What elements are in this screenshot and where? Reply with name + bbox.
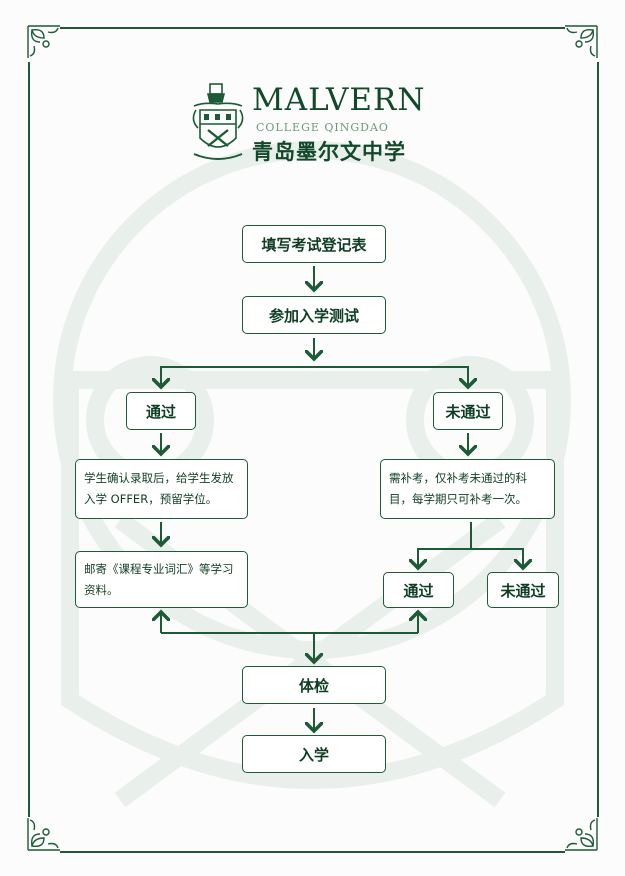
frame-left-line — [28, 62, 30, 817]
split-line — [160, 366, 469, 386]
fail-note: 需补考，仅补考未通过的科目，每学期只可补考一次。 — [380, 459, 555, 519]
corner-ornament-bottom-left — [27, 818, 60, 851]
retake-fail: 未通过 — [487, 572, 559, 608]
frame-top-line — [60, 27, 565, 29]
result-pass: 通过 — [126, 392, 196, 430]
mail-materials-note: 邮寄《课程专业词汇》等学习资料。 — [75, 551, 248, 608]
school-crest-icon — [192, 83, 244, 160]
retake-split-line — [417, 522, 472, 566]
step-fill-registration: 填写考试登记表 — [242, 225, 386, 263]
result-fail: 未通过 — [433, 392, 503, 430]
retake-pass: 通过 — [383, 572, 454, 608]
brand-name-en: MALVERN — [252, 82, 426, 118]
corner-ornament-bottom-right — [565, 818, 598, 851]
brand-subtitle-en: COLLEGE QINGDAO — [256, 121, 389, 134]
step-enrollment: 入学 — [242, 735, 386, 773]
brand-name-cn: 青岛墨尔文中学 — [252, 139, 406, 164]
frame-bottom-line — [60, 851, 565, 853]
step-medical-exam: 体检 — [242, 666, 386, 704]
step-entrance-test: 参加入学测试 — [242, 296, 386, 334]
school-logo: MALVERN COLLEGE QINGDAO 青岛墨尔文中学 — [190, 80, 430, 170]
corner-ornament-top-right — [565, 25, 598, 58]
retake-split-line-right — [471, 548, 524, 566]
frame-right-line — [597, 62, 599, 817]
corner-ornament-top-left — [27, 25, 60, 58]
pass-note: 学生确认录取后，给学生发放入学 OFFER，预留学位。 — [75, 459, 248, 519]
